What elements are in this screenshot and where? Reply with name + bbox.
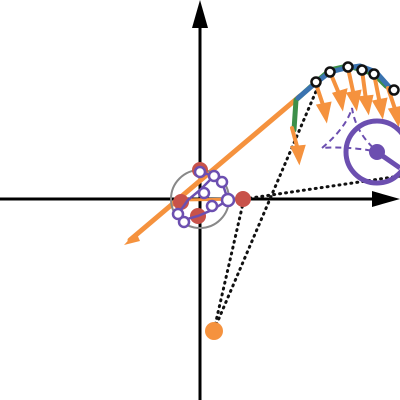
dotted-connectors [212, 80, 400, 332]
x-axis-arrowhead-icon [372, 191, 400, 207]
node-ring-icon [324, 66, 336, 78]
chain-nodes [310, 61, 400, 96]
orange-vector-line [124, 93, 303, 245]
node-ring-icon [197, 186, 211, 200]
red-dot [235, 191, 251, 207]
purple-large-circle [343, 118, 400, 186]
origin-cluster [170, 162, 251, 229]
node-ring-icon [171, 207, 185, 221]
node-ring-icon [177, 215, 191, 229]
node-ring-icon [368, 68, 380, 80]
node-ring-icon [215, 175, 229, 189]
purple-center-dot [369, 144, 385, 160]
node-ring-icon [205, 199, 219, 213]
node-ring-icon [356, 64, 368, 76]
y-axis-arrowhead-icon [192, 0, 208, 28]
node-ring-icon [310, 76, 322, 88]
orange-point [205, 322, 223, 340]
node-ring-icon [220, 192, 236, 208]
purple-dashed-shape [318, 107, 379, 153]
node-ring-icon [207, 169, 221, 183]
node-ring-icon [388, 84, 400, 96]
node-ring-icon [193, 165, 207, 179]
node-ring-icon [342, 61, 354, 73]
orange-arrowhead-icon [124, 232, 140, 245]
